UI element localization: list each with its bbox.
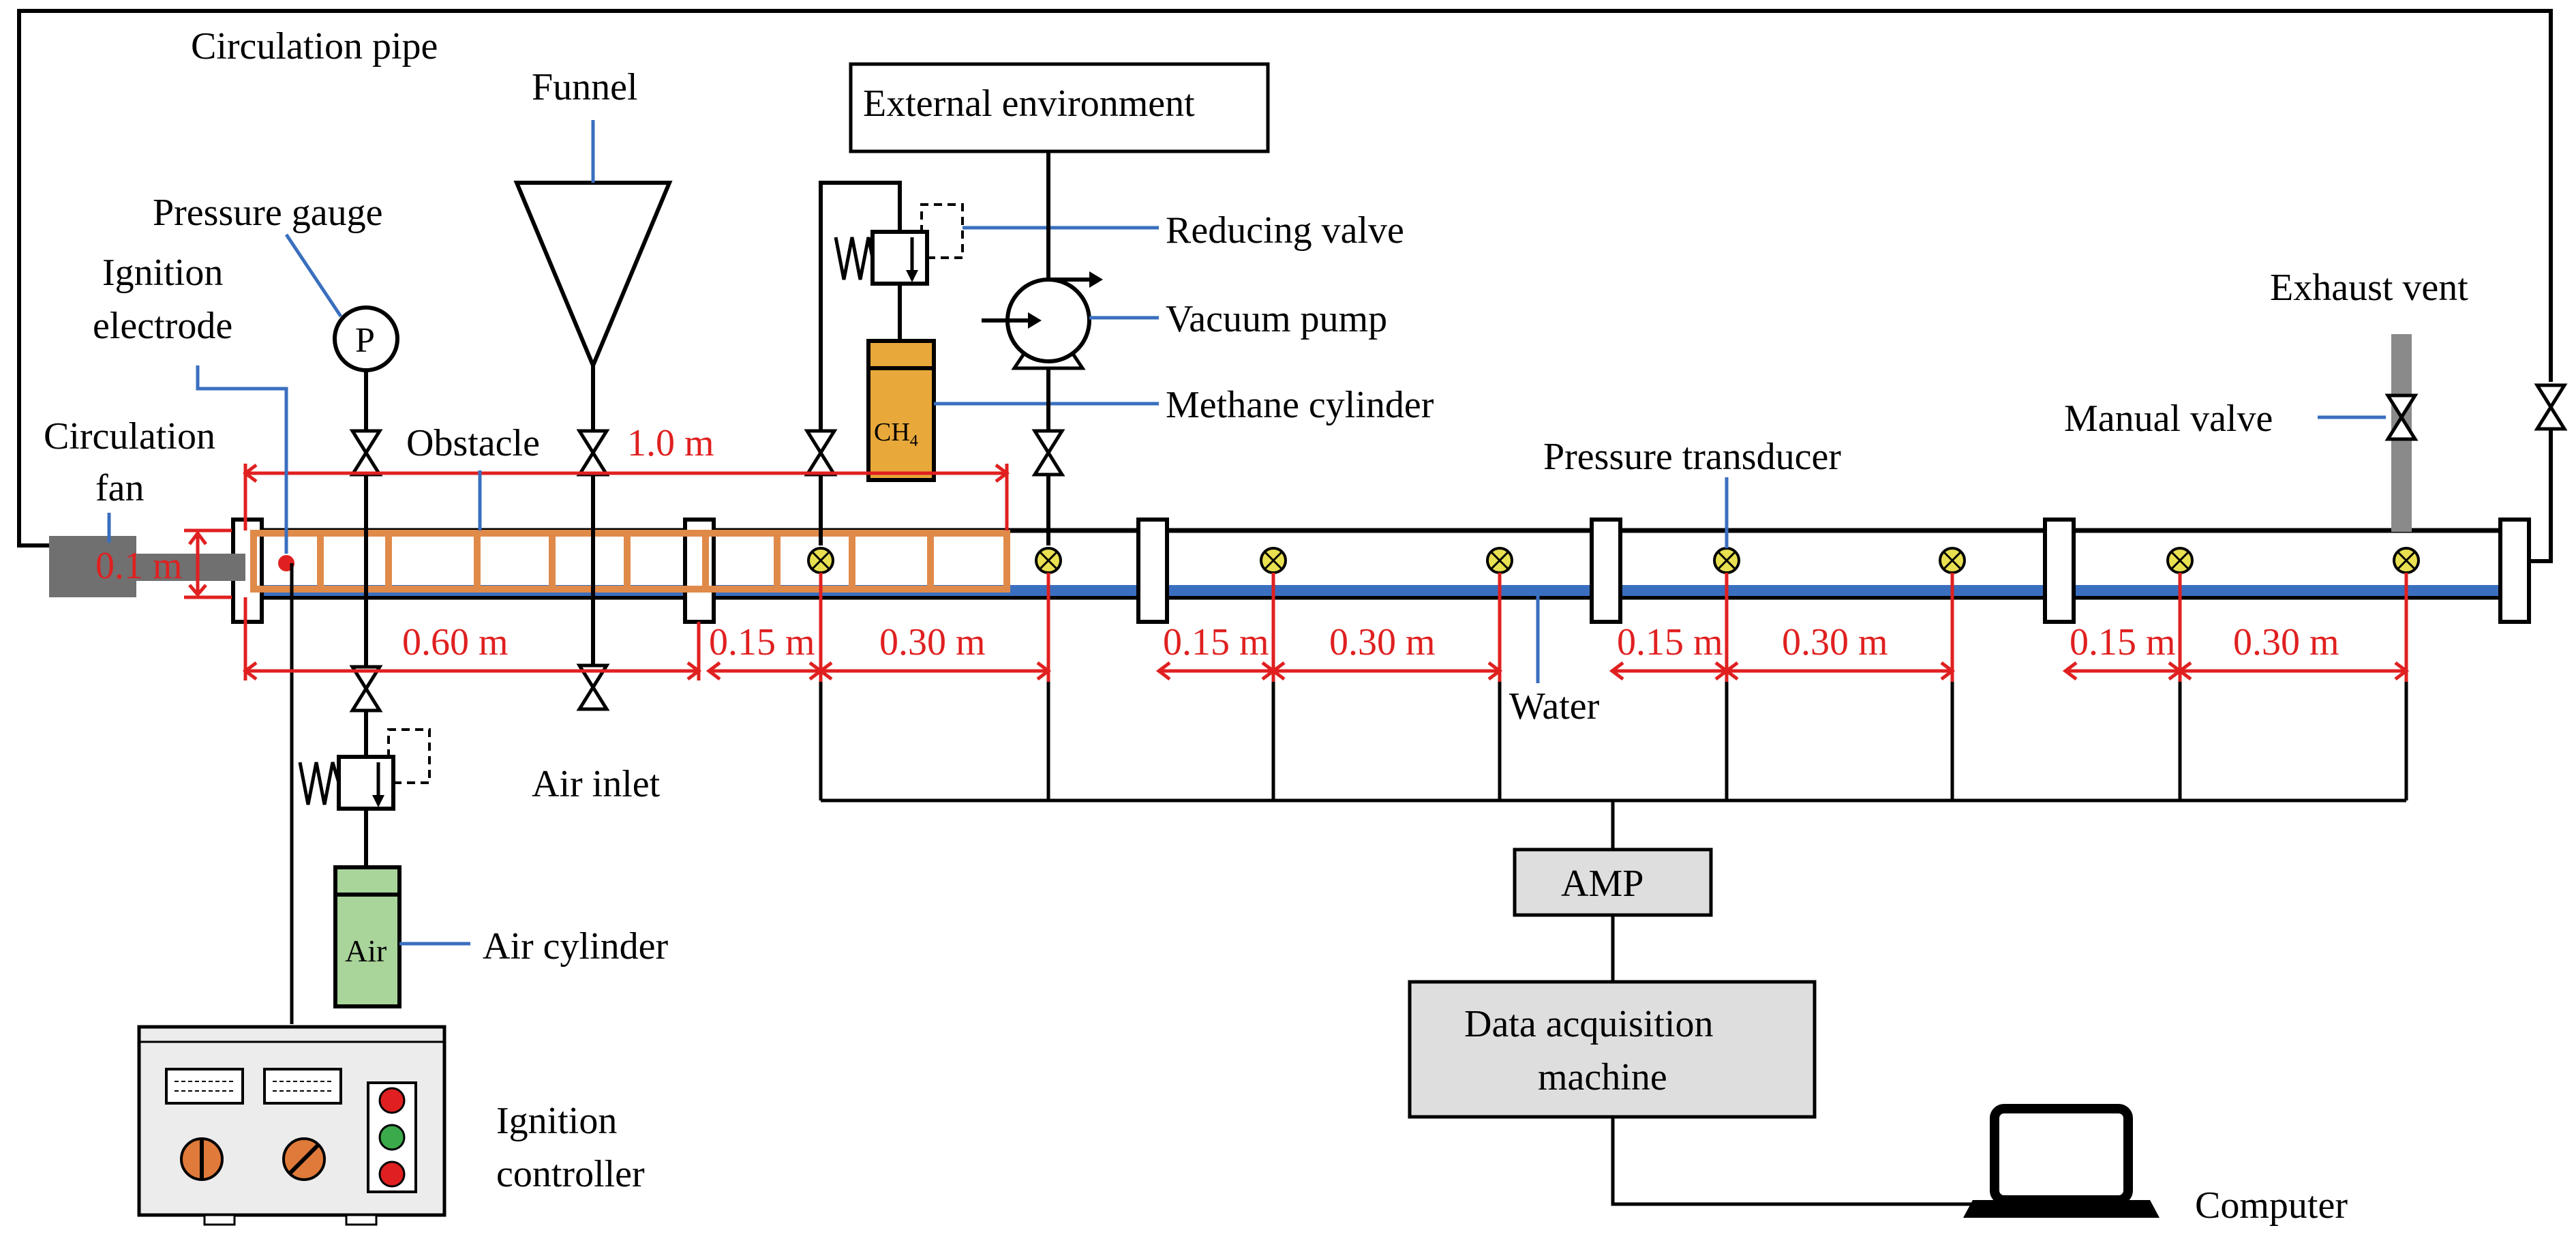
obstacle-length-label: 1.0 m	[627, 422, 714, 464]
amp-label: AMP	[1561, 863, 1643, 905]
pressure-transducer-icon	[1486, 547, 1513, 574]
ignition-controller-label-2: controller	[496, 1153, 645, 1195]
circulation-fan-label-2: fan	[95, 467, 145, 509]
pipe-diameter-dimension	[184, 528, 232, 599]
first-segment-label: 0.60 m	[402, 621, 509, 663]
ignition-electrode-label-2: electrode	[93, 305, 232, 347]
pressure-transducer-icon	[1035, 547, 1062, 574]
external-environment-box	[849, 62, 1270, 153]
pressure-gauge-label: Pressure gauge	[153, 192, 382, 234]
air-reducing-valve-icon	[298, 728, 431, 867]
air-cylinder-label: Air cylinder	[483, 925, 668, 968]
computer-label: Computer	[2195, 1184, 2348, 1227]
water-label: Water	[1509, 685, 1600, 728]
segment-label: 0.30 m	[2233, 621, 2339, 663]
pressure-transducer-icon	[2166, 547, 2194, 574]
external-environment-label: External environment	[863, 83, 1195, 125]
vacuum-pump-icon	[982, 271, 1103, 370]
pressure-transducer-icon	[807, 547, 834, 574]
circulation-pipe-label: Circulation pipe	[191, 25, 438, 68]
daq-box	[1408, 980, 1817, 1119]
flange	[1590, 518, 1622, 624]
pressure-transducer-icon	[1260, 547, 1287, 574]
pressure-transducer-icon	[2393, 547, 2420, 574]
segment-label: 0.30 m	[879, 621, 986, 663]
computer-icon	[1963, 1104, 2160, 1218]
segment-label: 0.30 m	[1329, 621, 1436, 663]
methane-cylinder-label: Methane cylinder	[1166, 384, 1434, 426]
air-supply-line	[349, 597, 383, 764]
circulation-valve-icon	[2534, 383, 2568, 431]
methane-cylinder-text: CH4	[874, 418, 918, 450]
obstacle-label: Obstacle	[406, 422, 540, 464]
circulation-pipe	[17, 9, 2553, 563]
pressure-gauge-leader	[284, 233, 343, 318]
vacuum-pump-label: Vacuum pump	[1166, 298, 1387, 340]
pressure-gauge-symbol: P	[355, 321, 375, 360]
manual-valve-icon	[2384, 393, 2419, 441]
pressure-transducer-icon	[1939, 547, 1966, 574]
daq-label-1: Data acquisition	[1464, 1003, 1713, 1045]
dimension-lines	[242, 464, 2410, 680]
pipe-diameter-label: 0.1 m	[95, 545, 183, 587]
flange	[2043, 518, 2076, 624]
methane-cylinder-icon	[866, 339, 936, 482]
pressure-transducer-icon	[1713, 547, 1740, 574]
segment-label: 0.15 m	[1617, 621, 1723, 663]
ignition-electrode-leader	[196, 365, 288, 554]
exhaust-vent-label: Exhaust vent	[2270, 267, 2468, 309]
funnel-label: Funnel	[532, 66, 638, 108]
air-cylinder-text: Air	[345, 933, 387, 968]
circulation-fan-label-1: Circulation	[44, 415, 215, 458]
ignition-electrode-label-1: Ignition	[102, 252, 223, 294]
segment-label: 0.15 m	[1163, 621, 1269, 663]
air-cylinder-icon	[333, 865, 401, 1008]
methane-line	[804, 181, 902, 545]
manual-valve-label: Manual valve	[2064, 398, 2273, 440]
pressure-transducer-label: Pressure transducer	[1543, 436, 1841, 478]
circulation-fan-icon	[49, 536, 245, 597]
reducing-valve-label: Reducing valve	[1166, 209, 1404, 252]
air-inlet-label: Air inlet	[532, 763, 661, 805]
segment-label: 0.30 m	[1782, 621, 1888, 663]
ignition-controller-icon	[137, 1025, 446, 1226]
methane-reducing-valve-icon	[834, 203, 964, 341]
segment-label: 0.15 m	[709, 621, 815, 663]
daq-label-2: machine	[1538, 1056, 1667, 1098]
flange	[2498, 518, 2531, 624]
segment-label: 0.15 m	[2070, 621, 2176, 663]
ignition-controller-label-1: Ignition	[496, 1100, 617, 1142]
obstacle-array	[250, 530, 1010, 593]
flange	[1136, 518, 1169, 624]
amp-box	[1513, 848, 1713, 917]
